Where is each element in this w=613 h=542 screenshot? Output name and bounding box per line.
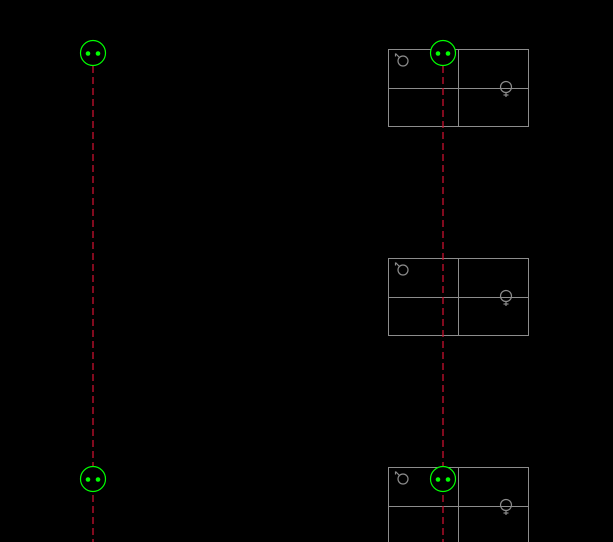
fixture-unit [388,49,529,127]
male-symbol-icon [394,471,409,485]
female-symbol-icon [499,80,513,97]
female-symbol-icon [499,289,513,306]
male-symbol-icon [394,53,409,67]
fixture-unit [388,258,529,336]
axis-marker-icon [79,465,107,493]
male-symbol-icon [394,262,409,276]
axis-marker-layer [79,39,457,493]
fixture-unit [388,467,529,542]
axis-marker-icon [429,465,457,493]
female-symbol-icon [499,498,513,515]
axis-layer [92,66,444,542]
axis-marker-icon [429,39,457,67]
fixture-layer [388,49,529,542]
axis-marker-icon [79,39,107,67]
